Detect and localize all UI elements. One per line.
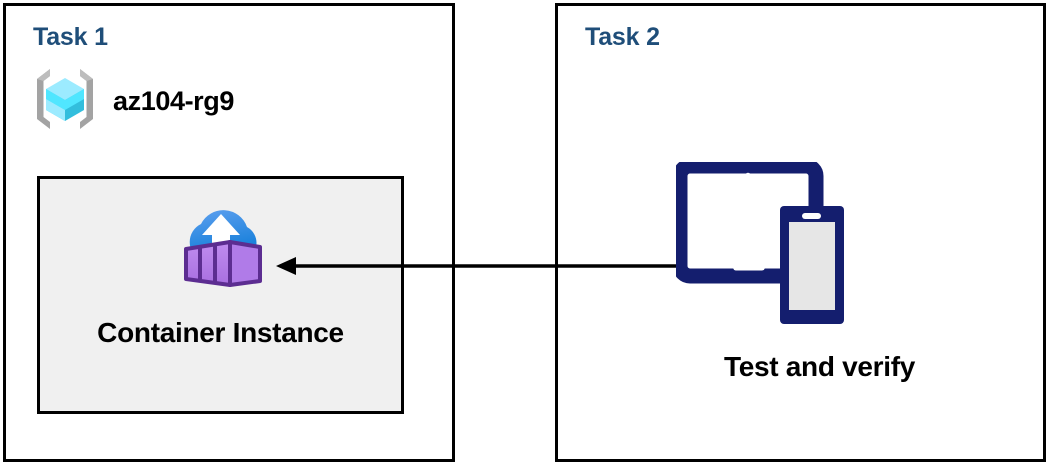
resource-group-row: az104-rg9 xyxy=(28,62,234,141)
resource-group-label: az104-rg9 xyxy=(113,86,234,116)
container-instance-box: Container Instance xyxy=(37,176,404,414)
flow-arrow xyxy=(276,257,676,275)
devices-tablet-phone-icon xyxy=(672,158,866,330)
panel-task-1-title: Task 1 xyxy=(33,23,108,51)
container-instance-label: Container Instance xyxy=(97,317,344,348)
test-and-verify-label: Test and verify xyxy=(723,351,916,382)
panel-task-2-title: Task 2 xyxy=(585,23,660,51)
azure-resource-group-icon xyxy=(28,62,102,141)
azure-container-instance-icon xyxy=(168,197,274,293)
